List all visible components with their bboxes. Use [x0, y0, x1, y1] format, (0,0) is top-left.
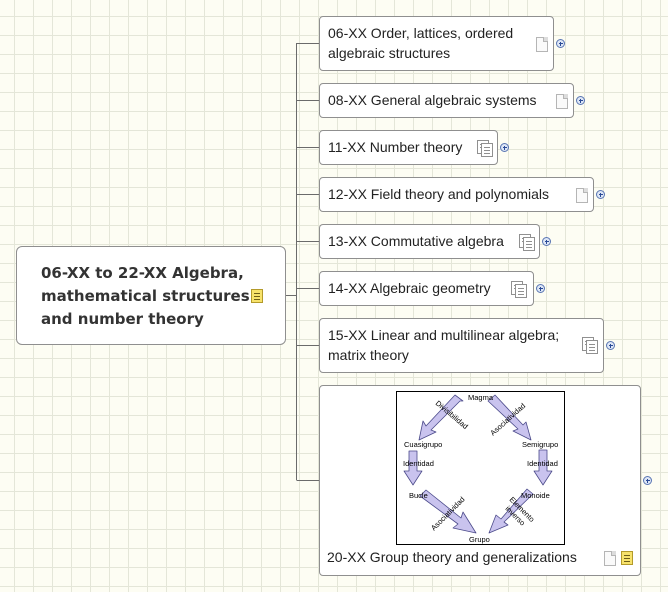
expand-button[interactable]: [536, 284, 545, 293]
edge-identidad-left: Identidad: [403, 459, 434, 468]
notes-icon[interactable]: [477, 140, 493, 157]
notes-icon[interactable]: [519, 234, 535, 251]
expand-button[interactable]: [576, 96, 585, 105]
expand-button[interactable]: [606, 341, 615, 350]
document-icon[interactable]: [576, 188, 588, 203]
topic-13xx[interactable]: 13-XX Commutative algebra: [319, 224, 540, 259]
arrow-bucle-grupo: [419, 489, 477, 534]
node-semigrupo: Semigrupo: [522, 440, 558, 449]
document-icon[interactable]: [556, 94, 568, 109]
expand-button[interactable]: [596, 190, 605, 199]
arrow-semigrupo-monoide: [533, 449, 553, 486]
topic-20xx[interactable]: Magma Cuasigrupo Semigrupo Bucle Monoide…: [319, 385, 641, 576]
node-magma: Magma: [468, 393, 494, 402]
node-monoide: Monoide: [521, 491, 550, 500]
node-bucle: Bucle: [409, 491, 428, 500]
topic-12xx[interactable]: 12-XX Field theory and polynomials: [319, 177, 594, 212]
expand-button[interactable]: [500, 143, 509, 152]
topic-label: 20-XX Group theory and generalizations: [327, 549, 577, 565]
arrow-monoide-grupo: [488, 488, 534, 534]
algebraic-structures-diagram: Magma Cuasigrupo Semigrupo Bucle Monoide…: [403, 393, 558, 544]
central-topic[interactable]: 06-XX to 22-XX Algebra, mathematical str…: [16, 246, 286, 345]
expand-button[interactable]: [643, 476, 652, 485]
topic-label: 12-XX Field theory and polynomials: [328, 186, 550, 202]
notes-icon[interactable]: [582, 337, 598, 354]
expand-button[interactable]: [542, 237, 551, 246]
topic-08xx[interactable]: 08-XX General algebraic systems: [319, 83, 574, 118]
arrow-magma-cuasigrupo: [418, 394, 464, 441]
topic-15xx[interactable]: 15-XX Linear and multilinear algebra; ma…: [319, 318, 604, 373]
notes-icon[interactable]: [511, 281, 527, 298]
topic-label: 15-XX Linear and multilinear algebra; ma…: [328, 327, 560, 363]
note-icon[interactable]: [251, 289, 263, 303]
expand-button[interactable]: [556, 39, 565, 48]
topic-06xx[interactable]: 06-XX Order, lattices, ordered algebraic…: [319, 16, 554, 71]
edge-identidad-right: Identidad: [527, 459, 558, 468]
arrow-magma-semigrupo: [487, 394, 532, 441]
topic-label: 06-XX Order, lattices, ordered algebraic…: [328, 25, 514, 61]
topic-label: 13-XX Commutative algebra: [328, 233, 504, 249]
node-cuasigrupo: Cuasigrupo: [404, 440, 442, 449]
node-grupo: Grupo: [469, 535, 490, 544]
topic-label: 11-XX Number theory: [328, 139, 463, 155]
note-icon[interactable]: [621, 551, 633, 565]
central-topic-label: 06-XX to 22-XX Algebra, mathematical str…: [41, 264, 250, 328]
document-icon[interactable]: [604, 551, 616, 566]
topic-label: 14-XX Algebraic geometry: [328, 280, 491, 296]
topic-label: 08-XX General algebraic systems: [328, 92, 537, 108]
topic-11xx[interactable]: 11-XX Number theory: [319, 130, 498, 165]
document-icon[interactable]: [536, 37, 548, 52]
topic-14xx[interactable]: 14-XX Algebraic geometry: [319, 271, 534, 306]
group-theory-diagram: Magma Cuasigrupo Semigrupo Bucle Monoide…: [396, 391, 565, 545]
arrow-cuasigrupo-bucle: [403, 450, 423, 486]
